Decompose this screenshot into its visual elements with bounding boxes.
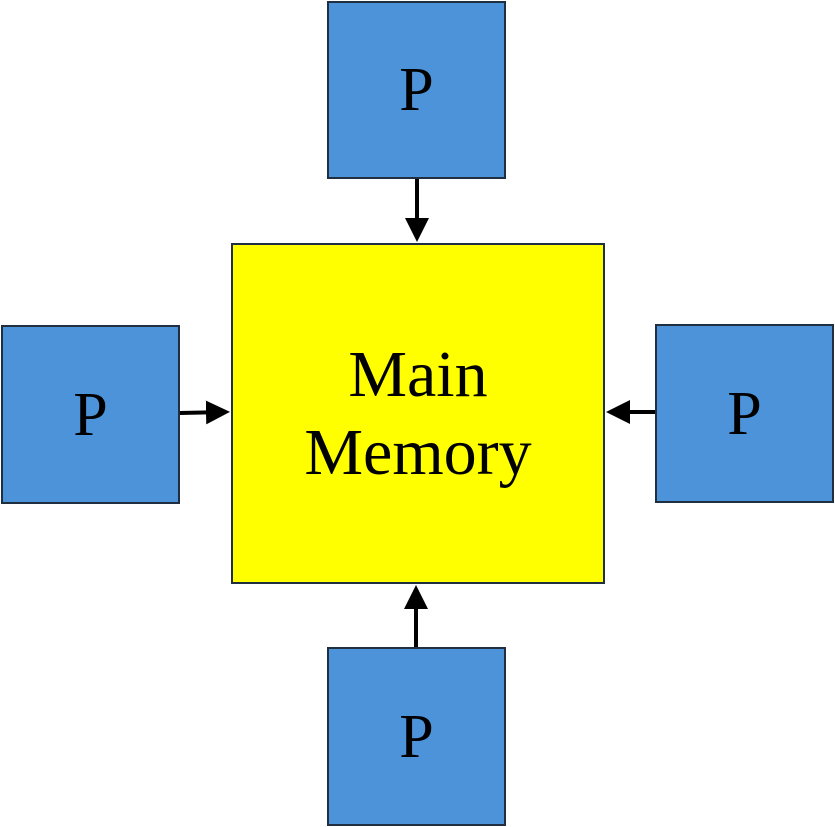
main-memory-label-line2: Memory <box>304 415 532 489</box>
processor-right: P <box>655 324 834 503</box>
processor-left-label: P <box>73 380 108 449</box>
processor-right-label: P <box>727 379 762 448</box>
main-memory-label: Main Memory <box>304 336 531 490</box>
processor-bottom-label: P <box>399 702 434 771</box>
processor-top: P <box>327 1 506 179</box>
main-memory-label-line1: Main <box>348 338 488 412</box>
main-memory-box: Main Memory <box>231 243 605 584</box>
processor-top-label: P <box>399 56 434 124</box>
processor-left: P <box>1 325 180 504</box>
processor-bottom: P <box>327 647 506 826</box>
arrow-left-to-memory <box>179 400 230 425</box>
